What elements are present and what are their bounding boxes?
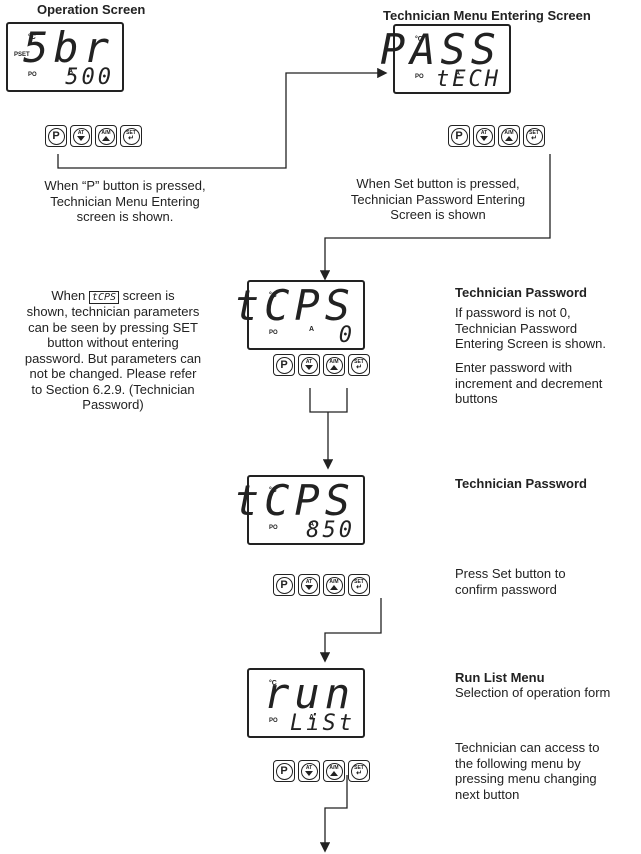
connector-set-to-password xyxy=(319,154,551,281)
indicator-label: A xyxy=(309,326,315,333)
display-top-value: run xyxy=(264,669,355,718)
down-arrow-icon xyxy=(480,136,488,141)
p-button[interactable]: P xyxy=(45,125,67,147)
at-button[interactable]: AT xyxy=(298,354,320,376)
down-arrow-icon xyxy=(305,585,313,590)
display-top-value: tCPS xyxy=(233,476,355,525)
up-arrow-icon xyxy=(505,136,513,141)
unit-label: °C xyxy=(28,34,36,41)
display-top-value: tCPS xyxy=(233,281,355,330)
title-technician-password-1: Technician Password xyxy=(455,285,587,300)
display-top-value: 5br xyxy=(23,23,114,72)
pset-label: PSET xyxy=(14,52,30,58)
am-button[interactable]: A/M xyxy=(498,125,520,147)
title-operation-screen: Operation Screen xyxy=(37,2,146,17)
unit-label: °C xyxy=(269,292,277,299)
display-bottom-value: LiSt xyxy=(290,711,355,736)
po-label: PO xyxy=(269,718,278,724)
indicator-label: A xyxy=(455,70,461,77)
title-run-list-menu: Run List Menu xyxy=(455,670,545,685)
note-p-pressed: When “P” button is pressed,Technician Me… xyxy=(44,178,206,224)
display-tcps-850: °C PO A tCPS 850 xyxy=(234,475,365,545)
po-label: PO xyxy=(269,525,278,531)
title-technician-menu: Technician Menu Entering Screen xyxy=(383,8,591,23)
display-bottom-value: tECH xyxy=(436,67,501,92)
connector-am-next xyxy=(319,775,348,853)
button-row-4: P AT A/M SET↵ xyxy=(273,574,370,596)
down-arrow-icon xyxy=(77,136,85,141)
display-bottom-value: 500 xyxy=(65,65,114,90)
set-button[interactable]: SET↵ xyxy=(348,760,370,782)
p-button[interactable]: P xyxy=(273,574,295,596)
down-arrow-icon xyxy=(305,771,313,776)
display-top-value: PASS xyxy=(379,25,501,74)
display-tech-menu: °C PO A PASS tECH xyxy=(380,24,511,94)
display-bottom-value: 0 xyxy=(338,323,355,348)
button-row-3: P AT A/M SET↵ xyxy=(273,354,370,376)
po-label: PO xyxy=(415,74,424,80)
at-button[interactable]: AT xyxy=(298,574,320,596)
unit-label: °C xyxy=(269,487,277,494)
note-run-list-sub: Selection of operation form xyxy=(455,685,611,700)
tcps-lcd-inline: tCPS xyxy=(88,291,120,304)
button-row-2: P AT A/M SET↵ xyxy=(448,125,545,147)
up-arrow-icon xyxy=(330,771,338,776)
p-button[interactable]: P xyxy=(273,354,295,376)
title-technician-password-2: Technician Password xyxy=(455,476,587,491)
display-bottom-value: 850 xyxy=(306,518,355,543)
am-button[interactable]: A/M xyxy=(323,760,345,782)
display-operation: °C PSET PO A 5br 500 xyxy=(6,22,124,92)
up-arrow-icon xyxy=(330,365,338,370)
indicator-label: A xyxy=(68,68,74,75)
po-label: PO xyxy=(28,72,37,78)
am-button[interactable]: A/M xyxy=(323,574,345,596)
p-button[interactable]: P xyxy=(448,125,470,147)
set-button[interactable]: SET↵ xyxy=(523,125,545,147)
connector-at-am-to-next xyxy=(309,388,348,467)
button-row-1: P AT A/M SET↵ xyxy=(45,125,142,147)
unit-label: °C xyxy=(269,680,277,687)
at-button[interactable]: AT xyxy=(298,760,320,782)
indicator-label: A xyxy=(309,521,315,528)
set-button[interactable]: SET↵ xyxy=(348,574,370,596)
set-button[interactable]: SET↵ xyxy=(120,125,142,147)
note-set-pressed: When Set button is pressed,Technician Pa… xyxy=(350,176,526,222)
up-arrow-icon xyxy=(330,585,338,590)
am-button[interactable]: A/M xyxy=(95,125,117,147)
at-button[interactable]: AT xyxy=(473,125,495,147)
at-button[interactable]: AT xyxy=(70,125,92,147)
am-button[interactable]: A/M xyxy=(323,354,345,376)
connector-p-to-menu xyxy=(57,67,388,169)
button-row-5: P AT A/M SET↵ xyxy=(273,760,370,782)
po-label: PO xyxy=(269,330,278,336)
indicator-label: A xyxy=(309,714,315,721)
note-left-tcps: When tCPS screen is shown, technician pa… xyxy=(24,288,202,412)
unit-label: °C xyxy=(415,36,423,43)
display-run-list: °C PO A run LiSt xyxy=(247,668,365,738)
display-tcps-0: °C PO A tCPS 0 xyxy=(234,280,365,350)
set-button[interactable]: SET↵ xyxy=(348,354,370,376)
up-arrow-icon xyxy=(102,136,110,141)
down-arrow-icon xyxy=(305,365,313,370)
p-button[interactable]: P xyxy=(273,760,295,782)
connector-set-to-runlist xyxy=(319,598,382,663)
note-password-not-zero: If password is not 0,Technician Password… xyxy=(455,305,607,351)
